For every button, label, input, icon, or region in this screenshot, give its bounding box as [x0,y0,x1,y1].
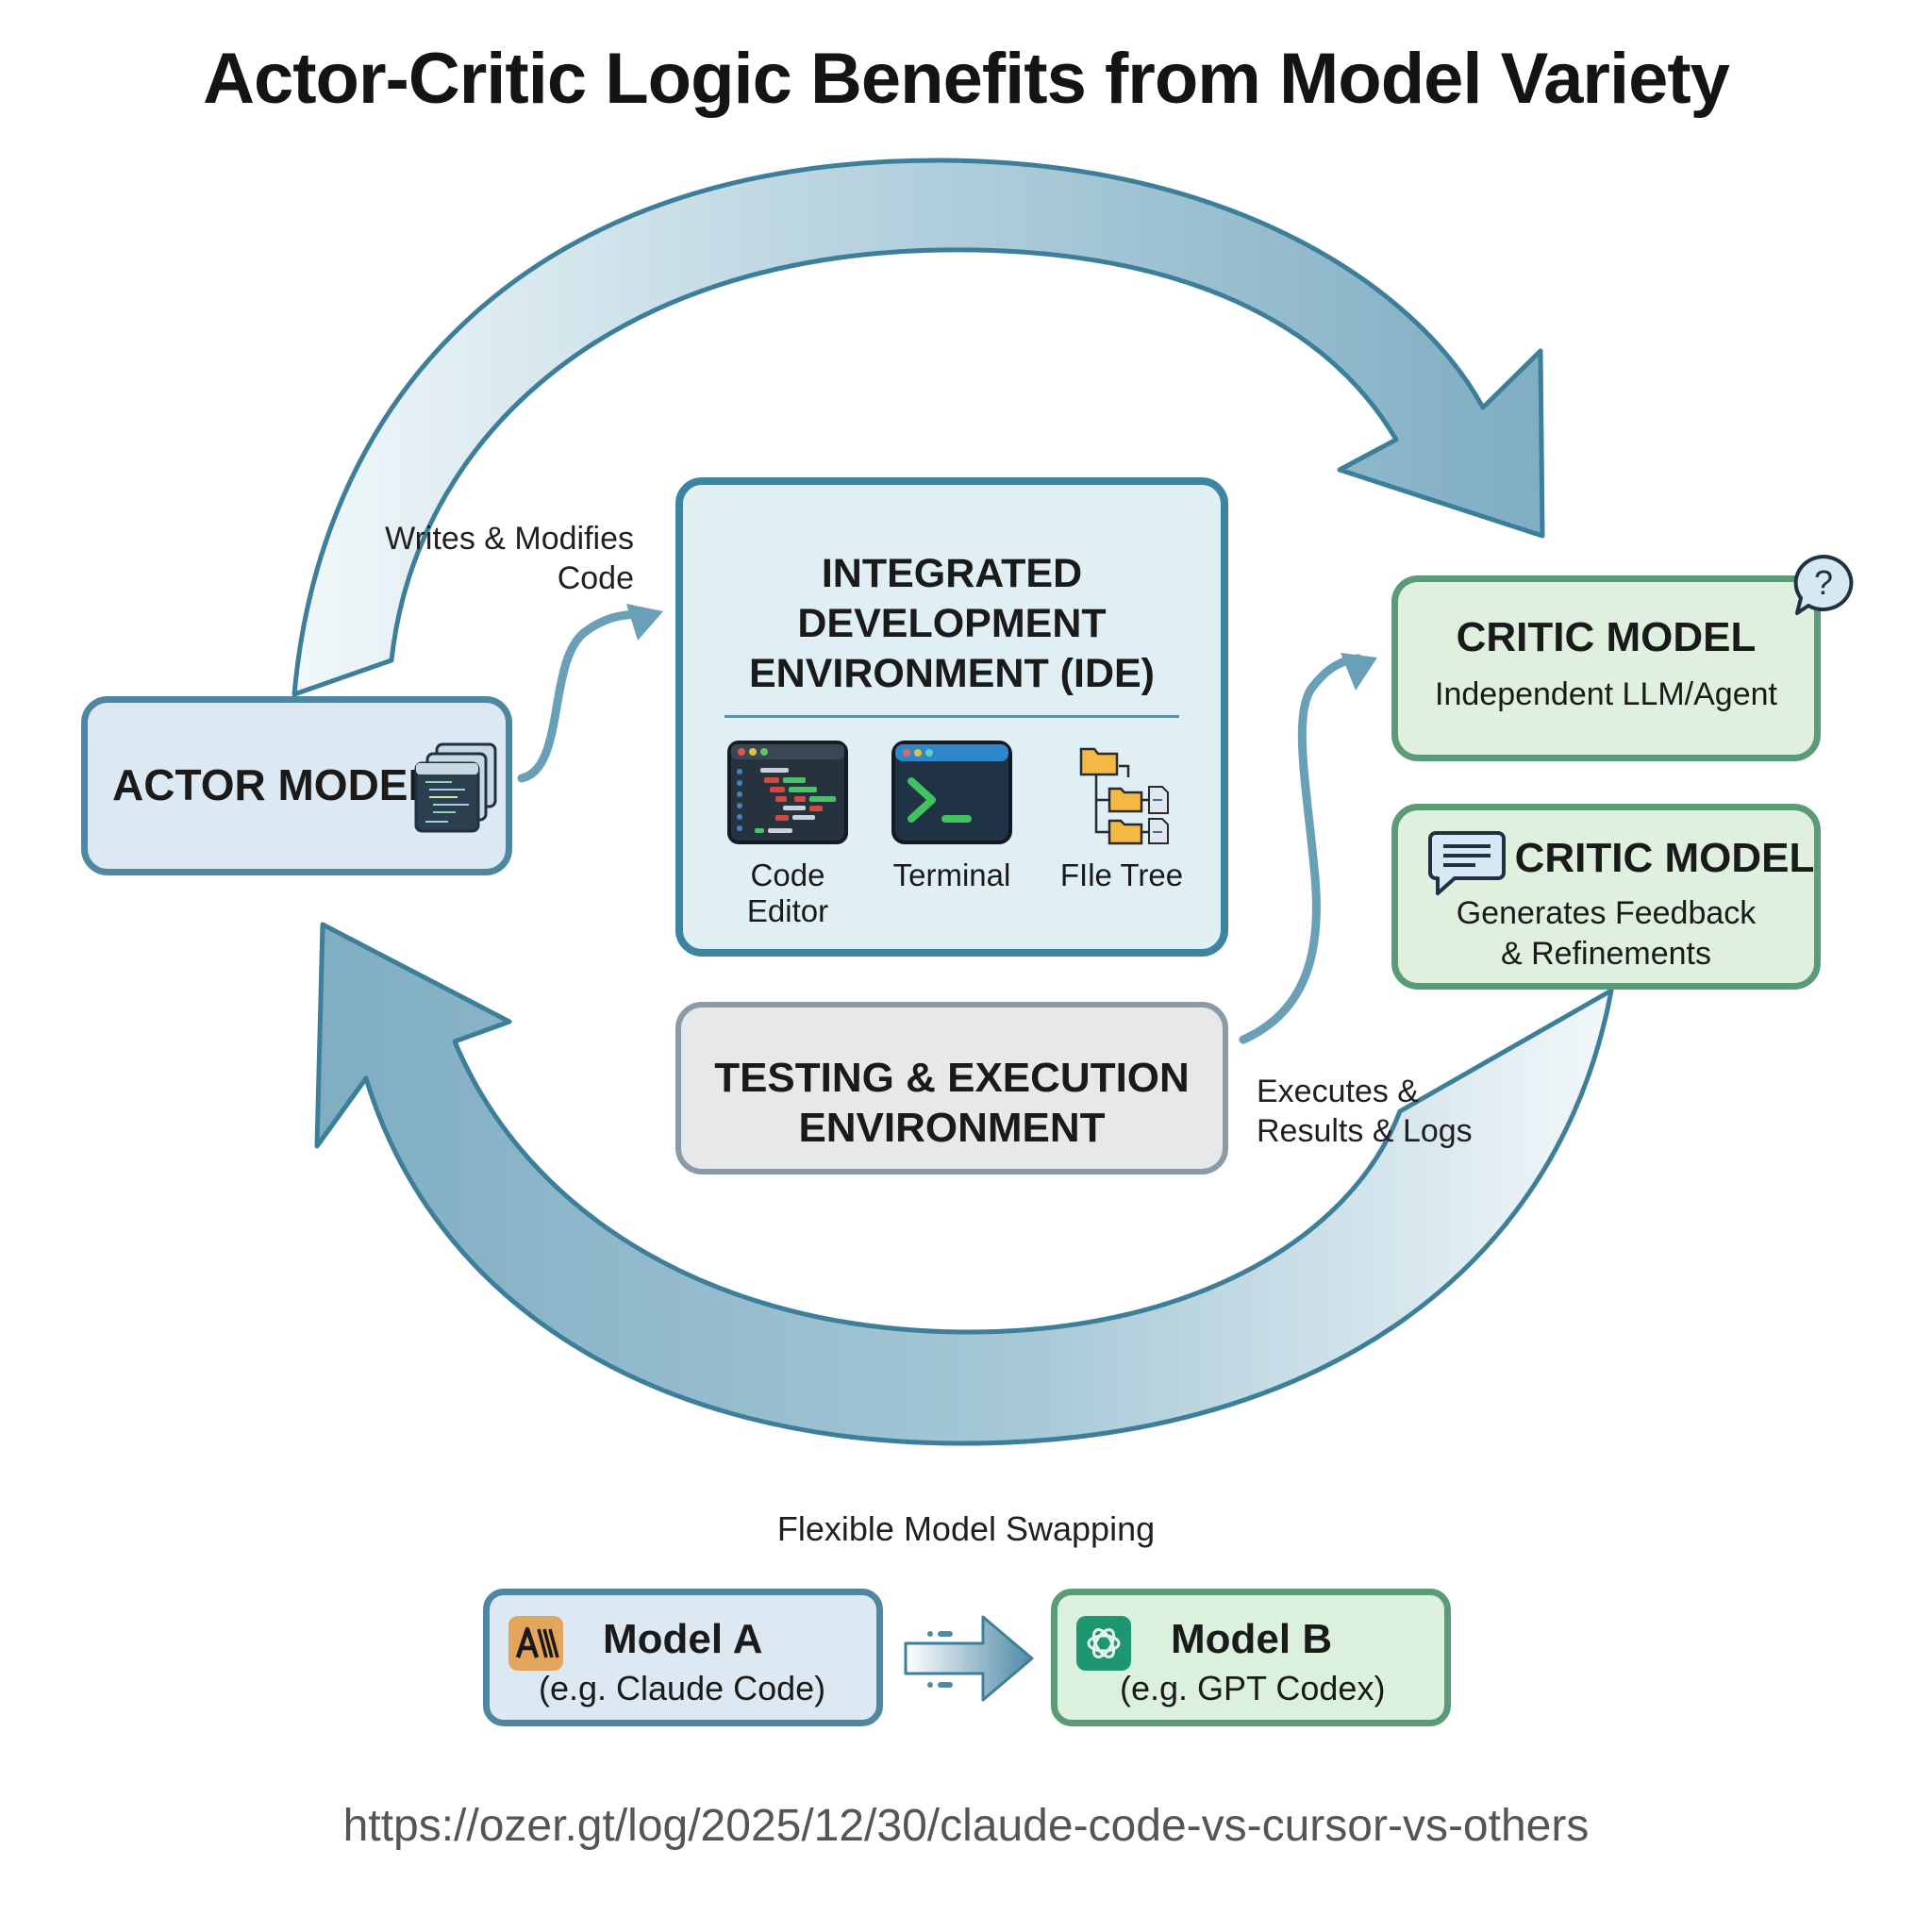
critic-top-title: CRITIC MODEL [1456,614,1757,660]
critic-bottom-subtitle-line2: & Refinements [1501,936,1711,972]
ide-tool-code-editor[interactable]: Code Editor [708,740,868,929]
critic-model-independent-node[interactable]: CRITIC MODEL Independent LLM/Agent [1391,575,1821,761]
swap-caption: Flexible Model Swapping [776,1509,1156,1548]
ide-divider [724,715,1179,718]
terminal-label: Terminal [892,858,1011,892]
critic-bottom-subtitle: Generates Feedback & Refinements [1398,893,1814,974]
ide-title-line1: INTEGRATED [821,551,1083,596]
model-a-name: Model A [603,1616,763,1662]
source-url[interactable]: https://ozer.gt/log/2025/12/30/claude-co… [342,1801,1590,1851]
actor-model-label: ACTOR MODEL [112,760,435,809]
ide-title-line2: DEVELOPMENT [797,601,1107,646]
code-editor-icon [727,741,848,844]
ide-tool-terminal[interactable]: Terminal [872,740,1032,893]
file-tree-label: FIle Tree [1059,858,1184,892]
critic-bottom-title: CRITIC MODEL [1514,835,1815,881]
chat-bubble-icon [1428,831,1506,895]
actor-to-ide-arrowhead [626,604,663,641]
terminal-icon [891,741,1012,844]
model-b-example: (e.g. GPT Codex) [1120,1669,1386,1707]
actor-to-ide-connector [517,610,646,783]
openai-glyph [1087,1628,1121,1658]
executes-results-label: Executes & Results & Logs [1257,1072,1473,1151]
actor-model-node[interactable]: ACTOR MODEL [81,696,512,875]
code-editor-label: Code Editor [746,858,829,928]
file-tree-icon [1079,747,1169,845]
testing-label-line1: TESTING & EXECUTION [714,1055,1190,1101]
svg-text:?: ? [1814,563,1833,602]
executes-label-line1: Executes & [1257,1074,1419,1109]
writes-label-line1: Writes & Modifies [385,521,634,557]
model-a-example: (e.g. Claude Code) [539,1669,826,1707]
top-loop-arrow [291,158,1545,697]
testing-to-critic-connector [1239,654,1363,1044]
stacked-code-windows-icon [414,742,497,833]
ide-node[interactable]: INTEGRATED DEVELOPMENT ENVIRONMENT (IDE)… [675,477,1228,957]
writes-label-line2: Code [557,560,634,596]
anthropic-logo-icon [508,1616,563,1671]
testing-execution-label: TESTING & EXECUTION ENVIRONMENT [681,1053,1223,1153]
question-bubble-icon: ? [1793,555,1854,615]
executes-label-line2: Results & Logs [1257,1113,1473,1149]
writes-modifies-label: Writes & Modifies Code [370,519,634,598]
ide-title: INTEGRATED DEVELOPMENT ENVIRONMENT (IDE) [683,549,1221,699]
testing-execution-node[interactable]: TESTING & EXECUTION ENVIRONMENT [675,1002,1228,1174]
critic-bottom-subtitle-line1: Generates Feedback [1456,895,1757,931]
openai-logo-icon [1076,1616,1131,1671]
ide-tool-file-tree[interactable]: FIle Tree [1041,740,1202,893]
swap-arrow-icon [904,1615,1034,1702]
critic-top-subtitle: Independent LLM/Agent [1435,676,1777,712]
anthropic-glyph [515,1626,559,1658]
testing-to-critic-arrowhead [1341,653,1377,691]
model-b-card[interactable]: Model B (e.g. GPT Codex) [1051,1589,1451,1726]
testing-label-line2: ENVIRONMENT [798,1105,1106,1151]
model-a-card[interactable]: Model A (e.g. Claude Code) [483,1589,883,1726]
critic-model-feedback-node[interactable]: CRITIC MODEL Generates Feedback & Refine… [1391,804,1821,990]
ide-title-line3: ENVIRONMENT (IDE) [749,651,1155,696]
bottom-loop-arrow [314,922,1614,1446]
model-b-name: Model B [1171,1616,1333,1662]
page-title: Actor-Critic Logic Benefits from Model V… [203,39,1730,119]
